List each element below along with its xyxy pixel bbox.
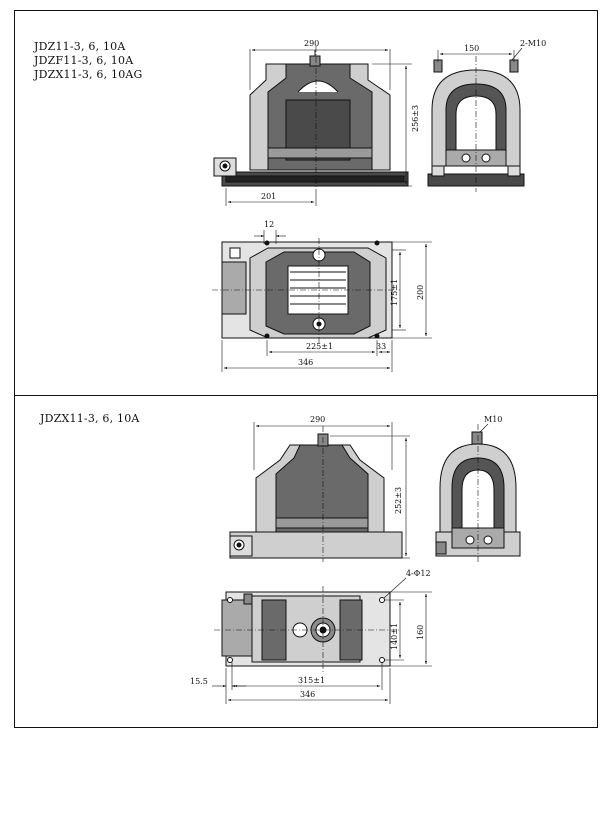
front-height-label-1: 256±3 — [411, 105, 420, 132]
front-width-label-1: 290 — [304, 39, 319, 48]
side-thread-label-1: 2-M10 — [520, 39, 546, 48]
model-label-jdzf11: JDZF11-3, 6, 10A — [34, 54, 134, 67]
front-view-1 — [213, 46, 409, 192]
model-label-jdzx11: JDZX11-3, 6, 10A — [40, 412, 140, 425]
plan-edge-label-1: 33 — [376, 342, 386, 351]
plan-view-2 — [214, 586, 400, 672]
plan-length-label-2: 346 — [300, 690, 315, 699]
panel-divider — [14, 395, 598, 396]
plan-dims-1 — [221, 230, 432, 372]
side-dims-1 — [437, 47, 523, 62]
plan-hole-span-label-2: 315±1 — [298, 676, 325, 685]
drawing-sheet — [14, 10, 598, 728]
model-label-jdzx11-ag: JDZX11-3, 6, 10AG — [34, 68, 143, 81]
plan-holes-label-2: 4-Φ12 — [406, 569, 431, 578]
side-thread-label-2: M10 — [484, 415, 502, 424]
plan-outer-label-1: 200 — [416, 285, 425, 300]
plan-inner-label-1: 175±1 — [390, 279, 399, 306]
plan-slot-label-1: 12 — [264, 220, 274, 229]
front-view-2 — [229, 426, 403, 562]
side-span-label-1: 150 — [464, 44, 479, 53]
plan-outer-label-2: 160 — [416, 625, 425, 640]
side-view-2 — [435, 423, 521, 562]
front-dims-1 — [225, 48, 412, 206]
front-height-label-2: 252±3 — [394, 487, 403, 514]
plan-hole-span-label-1: 225±1 — [306, 342, 333, 351]
plan-length-label-1: 346 — [298, 358, 313, 367]
plan-dims-2 — [212, 577, 432, 704]
front-offset-label-1: 201 — [261, 192, 276, 201]
side-view-1 — [427, 56, 525, 192]
plan-inner-label-2: 140±1 — [390, 623, 399, 650]
front-width-label-2: 290 — [310, 415, 325, 424]
front-dims-2 — [253, 422, 410, 559]
model-label-jdz11: JDZ11-3, 6, 10A — [34, 40, 126, 53]
plan-left-edge-label-2: 15.5 — [190, 677, 208, 686]
plan-view-1 — [212, 238, 400, 344]
